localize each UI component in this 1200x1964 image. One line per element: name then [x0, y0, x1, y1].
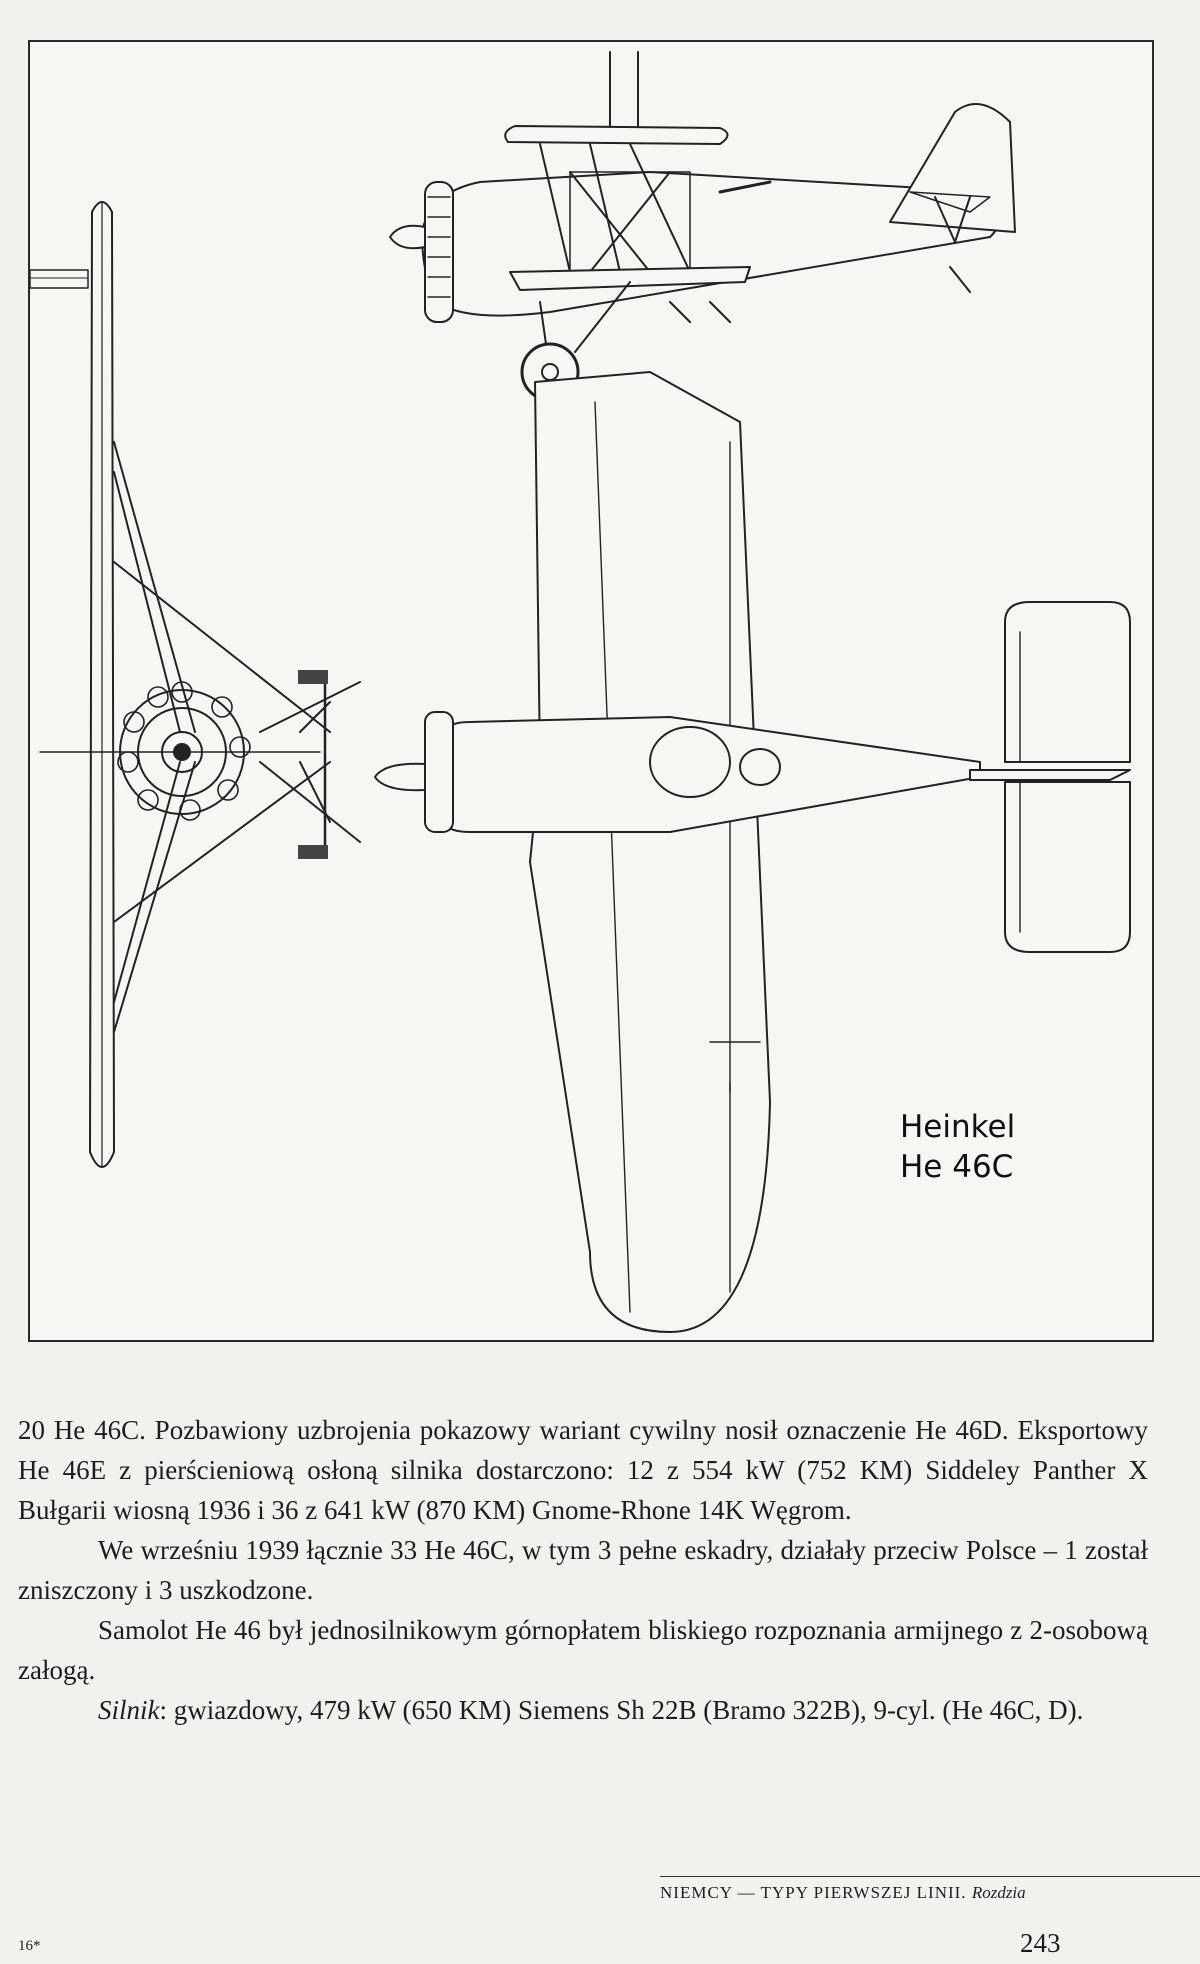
figure-label-model: He 46C — [900, 1149, 1014, 1185]
running-head: NIEMCY — TYPY PIERWSZEJ LINII. Rozdzia — [660, 1876, 1200, 1903]
figure-label-maker: Heinkel — [900, 1109, 1016, 1145]
engine-label: Silnik — [98, 1695, 160, 1725]
engine-text: : gwiazdowy, 479 kW (650 KM) Siemens Sh … — [159, 1695, 1084, 1725]
running-head-chapter: Rozdzia — [971, 1883, 1026, 1902]
he46c-three-view-drawing — [30, 51, 1131, 1333]
running-head-title: NIEMCY — TYPY PIERWSZEJ LINII. — [660, 1883, 967, 1902]
front-view — [30, 201, 361, 1168]
paragraph-1: 20 He 46C. Pozbawiony uzbrojenia pokazow… — [18, 1415, 1148, 1525]
page-number: 243 — [1020, 1928, 1061, 1958]
plan-view — [374, 371, 1131, 1333]
body-text: 20 He 46C. Pozbawiony uzbrojenia pokazow… — [18, 1410, 1148, 1730]
signature-mark: 16* — [18, 1938, 41, 1954]
paragraph-4: Silnik: gwiazdowy, 479 kW (650 KM) Sieme… — [18, 1690, 1148, 1730]
aircraft-drawing-frame: Heinkel He 46C — [28, 40, 1154, 1342]
figure-label: Heinkel He 46C — [900, 1107, 1015, 1187]
side-view — [389, 51, 1016, 402]
paragraph-2: We wrześniu 1939 łącznie 33 He 46C, w ty… — [18, 1535, 1148, 1605]
paragraph-3: Samolot He 46 był jednosilnikowym górnop… — [18, 1615, 1148, 1685]
